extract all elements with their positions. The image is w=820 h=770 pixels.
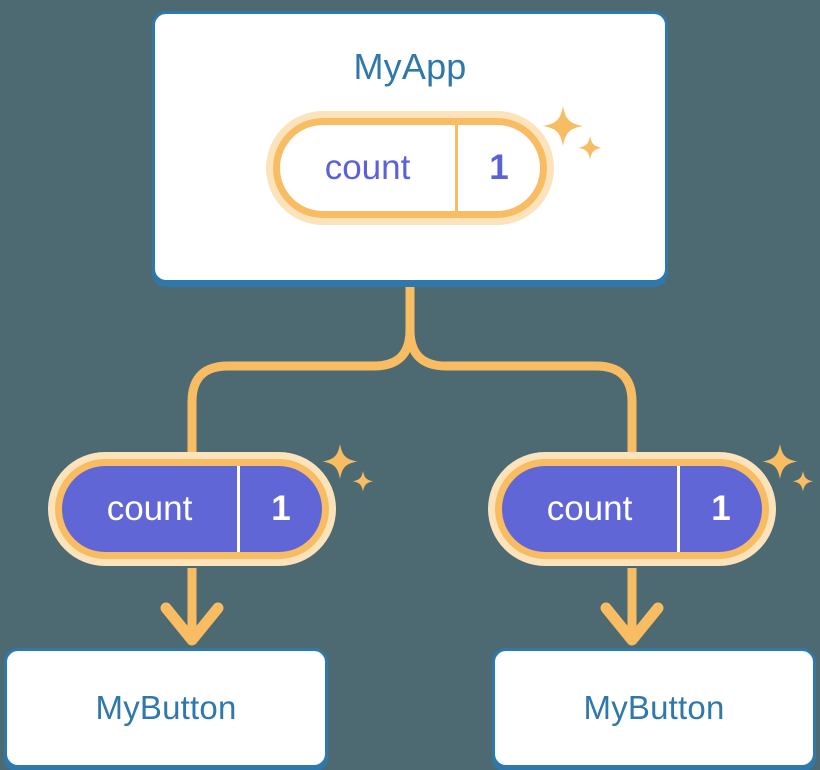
- state-pill-child-left[interactable]: count 1: [48, 452, 336, 566]
- mybutton-title: MyButton: [583, 689, 725, 726]
- state-pill-ring: count 1: [55, 459, 329, 559]
- state-value: 1: [489, 148, 509, 187]
- state-pill-myapp[interactable]: count 1: [266, 111, 554, 225]
- branch-connector-left: [187, 281, 415, 457]
- state-pill-ring: count 1: [495, 459, 769, 559]
- state-pill-body: count 1: [502, 466, 762, 552]
- arrow-head-left-icon: [160, 602, 224, 646]
- state-value: 1: [711, 489, 731, 528]
- component-card-mybutton-right[interactable]: MyButton: [492, 648, 816, 768]
- state-pill-body: count 1: [62, 466, 322, 552]
- state-key: count: [280, 125, 458, 211]
- component-card-mybutton-left[interactable]: MyButton: [4, 648, 328, 768]
- state-pill-body: count 1: [280, 125, 540, 211]
- mybutton-title: MyButton: [95, 689, 237, 726]
- myapp-title: MyApp: [353, 46, 467, 87]
- branch-connector-right: [405, 281, 637, 457]
- state-value: 1: [271, 489, 291, 528]
- state-key: count: [502, 466, 680, 552]
- state-pill-ring: count 1: [273, 118, 547, 218]
- arrow-head-right-icon: [600, 602, 664, 646]
- state-pill-child-right[interactable]: count 1: [488, 452, 776, 566]
- state-key: count: [62, 466, 240, 552]
